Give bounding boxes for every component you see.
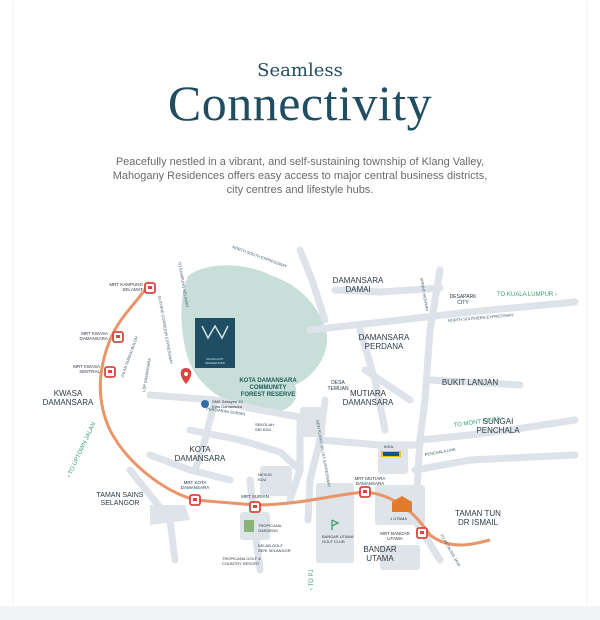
station-marker bbox=[104, 366, 116, 378]
station-marker bbox=[359, 486, 371, 498]
landmark-label: IKEA bbox=[384, 444, 393, 449]
station-marker bbox=[189, 494, 201, 506]
forest-reserve bbox=[181, 265, 328, 413]
station-marker bbox=[112, 331, 124, 343]
intro-paragraph: Peacefully nestled in a vibrant, and sel… bbox=[112, 156, 488, 196]
bottom-margin bbox=[0, 606, 600, 620]
mall-icon bbox=[392, 496, 412, 512]
station-marker bbox=[416, 527, 428, 539]
direction-pj: ‹ TO PJ bbox=[309, 570, 315, 590]
mrt-line bbox=[98, 281, 491, 547]
highway-penchala: PENCHALA LINK bbox=[424, 447, 456, 457]
label-bukit-lanjan: BUKIT LANJAN bbox=[442, 378, 499, 387]
direction-uptown: ‹ TO UPTOWN JALAN bbox=[66, 422, 97, 479]
landmark-label: TROPICANA GOLF &COUNTRY RESORT bbox=[222, 556, 261, 566]
landmark-label: 1 UTAMA bbox=[390, 516, 407, 521]
highway-ldp: LDP DAMANSARA bbox=[141, 357, 152, 392]
highway-persiaran: PERSIARAN SURIAN bbox=[206, 406, 246, 416]
section-title: Connectivity bbox=[167, 75, 433, 131]
section-kicker: Seamless bbox=[257, 60, 343, 81]
highway-guthrie: GUTHRIE CORRIDOR EXPRESSWAY bbox=[157, 295, 174, 365]
station-marker bbox=[144, 282, 156, 294]
highway-nse: NORTH SOUTH EXPRESSWAY bbox=[232, 244, 288, 269]
mrt-stations bbox=[104, 282, 428, 539]
direction-kl: TO KUALA LUMPUR › bbox=[497, 292, 557, 298]
station-label: MRT SURIAN bbox=[241, 494, 269, 499]
golf-icon bbox=[331, 519, 340, 530]
garden-icon bbox=[244, 520, 254, 532]
ikea-icon bbox=[381, 451, 401, 457]
property-marker bbox=[180, 318, 235, 384]
highway-sprint: SPRINT HIGHWAY bbox=[419, 277, 430, 312]
school-icon bbox=[201, 400, 209, 408]
station-marker bbox=[249, 501, 261, 513]
highway-nsne: NORTH SOUTHERN EXPRESSWAY bbox=[448, 312, 515, 323]
